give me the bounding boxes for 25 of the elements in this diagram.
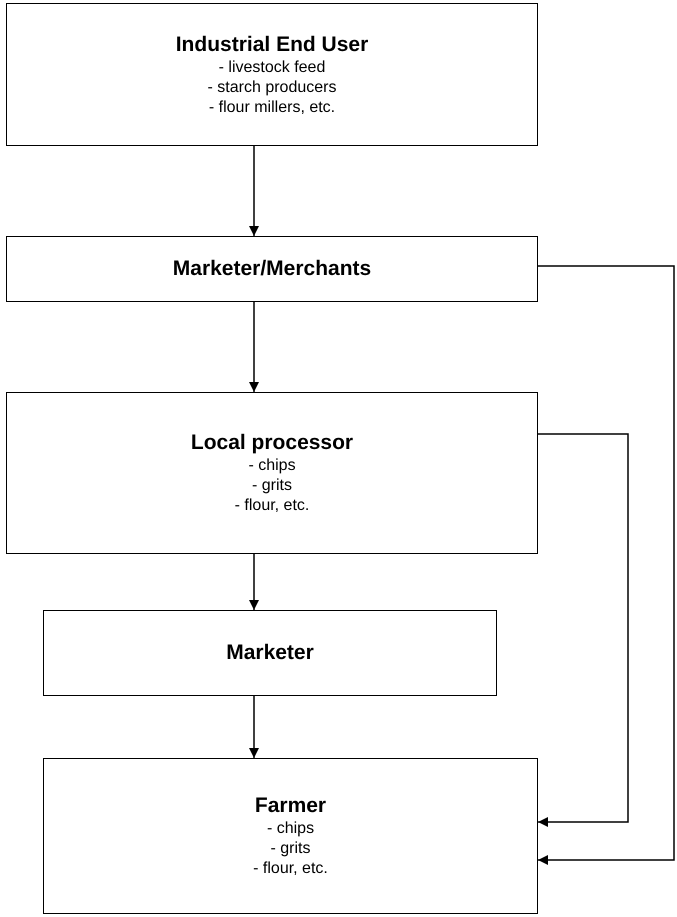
arrow xyxy=(249,696,259,758)
arrow xyxy=(249,554,259,610)
box-title: Marketer xyxy=(226,640,314,666)
list-item: - flour, etc. xyxy=(234,496,310,516)
process-box xyxy=(6,3,538,146)
process-box xyxy=(43,758,538,914)
box-title: Farmer xyxy=(254,793,326,819)
list-item: - chips xyxy=(248,456,296,476)
process-box xyxy=(43,610,497,696)
list-item: - livestock feed xyxy=(218,58,326,78)
arrow xyxy=(538,433,629,827)
process-box xyxy=(6,392,538,554)
list-item: - grits xyxy=(270,839,310,859)
list-item: - flour, etc. xyxy=(253,859,328,879)
arrow xyxy=(538,265,675,865)
arrow xyxy=(249,146,259,236)
box-title: Marketer/Merchants xyxy=(172,256,372,282)
list-item: - starch producers xyxy=(208,78,336,98)
list-item: - flour millers, etc. xyxy=(208,98,336,118)
list-item: - grits xyxy=(252,476,292,496)
process-box xyxy=(6,236,538,302)
arrow xyxy=(249,302,259,392)
list-item: - chips xyxy=(266,819,314,839)
box-title: Industrial End User xyxy=(176,32,368,58)
box-title: Local processor xyxy=(190,430,354,456)
